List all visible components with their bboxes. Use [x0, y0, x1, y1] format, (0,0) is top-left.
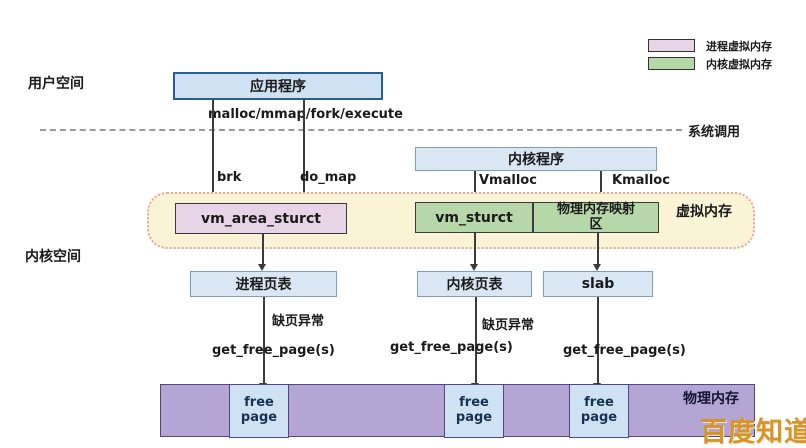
physical-memory-map-area-label: 物理内存映射区 — [556, 202, 635, 232]
baidu-zhidao-watermark: 百度知道 — [700, 417, 806, 448]
system-call-label: 系统调用 — [688, 125, 741, 140]
system-call-boundary-line — [40, 129, 682, 131]
physical-memory-label: 物理内存 — [683, 391, 739, 407]
kernel-page-table-box: 内核页表 — [417, 271, 532, 297]
connector-vmarea-to-process-pt — [262, 234, 264, 265]
legend-label-process-vm: 进程虚拟内存 — [706, 40, 772, 53]
virtual-memory-label: 虚拟内存 — [676, 204, 732, 220]
brk-edge-label: brk — [217, 170, 242, 185]
vmalloc-edge-label: Vmalloc — [479, 173, 537, 188]
get-free-page-label-3: get_free_page(s) — [563, 343, 686, 358]
arrowhead-kernel-pt-icon — [470, 264, 478, 271]
application-box: 应用程序 — [173, 72, 383, 100]
get-free-page-label-1: get_free_page(s) — [212, 343, 335, 358]
physical-memory-map-area-box: 物理内存映射区 — [533, 202, 659, 233]
connector-kmalloc — [600, 171, 602, 196]
slab-box: slab — [543, 271, 653, 297]
connector-process-pt-to-freepage — [263, 297, 265, 384]
connector-do-map — [303, 100, 305, 196]
connector-vmstruct-to-kernel-pt — [474, 233, 476, 265]
page-fault-label-2: 缺页异常 — [482, 318, 535, 333]
connector-slab-to-freepage — [597, 297, 599, 384]
syscalls-edge-label: malloc/mmap/fork/execute — [208, 107, 403, 122]
process-page-table-box: 进程页表 — [190, 271, 337, 297]
legend-label-kernel-vm: 内核虚拟内存 — [706, 58, 772, 71]
get-free-page-label-2: get_free_page(s) — [390, 340, 513, 355]
vm-area-struct-box: vm_area_sturct — [175, 203, 347, 234]
connector-vmalloc — [474, 171, 476, 196]
arrowhead-slab-icon — [593, 264, 601, 271]
kernel-program-box: 内核程序 — [415, 147, 657, 171]
physical-memory-bar: free page free page free page 物理内存 — [160, 383, 755, 438]
legend-swatch-process-vm — [648, 39, 695, 52]
connector-kernel-pt-to-freepage — [475, 297, 477, 384]
connector-brk — [212, 100, 214, 196]
free-page-box-2: free page — [444, 383, 504, 438]
vm-struct-box: vm_sturct — [415, 202, 533, 233]
page-fault-label-1: 缺页异常 — [272, 314, 325, 329]
do-map-edge-label: do_map — [300, 170, 357, 185]
free-page-box-3: free page — [569, 383, 629, 438]
connector-physmap-to-slab — [597, 233, 599, 265]
free-page-box-1: free page — [229, 383, 289, 438]
kernel-space-label: 内核空间 — [25, 249, 81, 265]
legend-swatch-kernel-vm — [648, 57, 695, 70]
kmalloc-edge-label: Kmalloc — [612, 173, 670, 188]
user-space-label: 用户空间 — [28, 76, 84, 92]
arrowhead-process-pt-icon — [258, 264, 266, 271]
